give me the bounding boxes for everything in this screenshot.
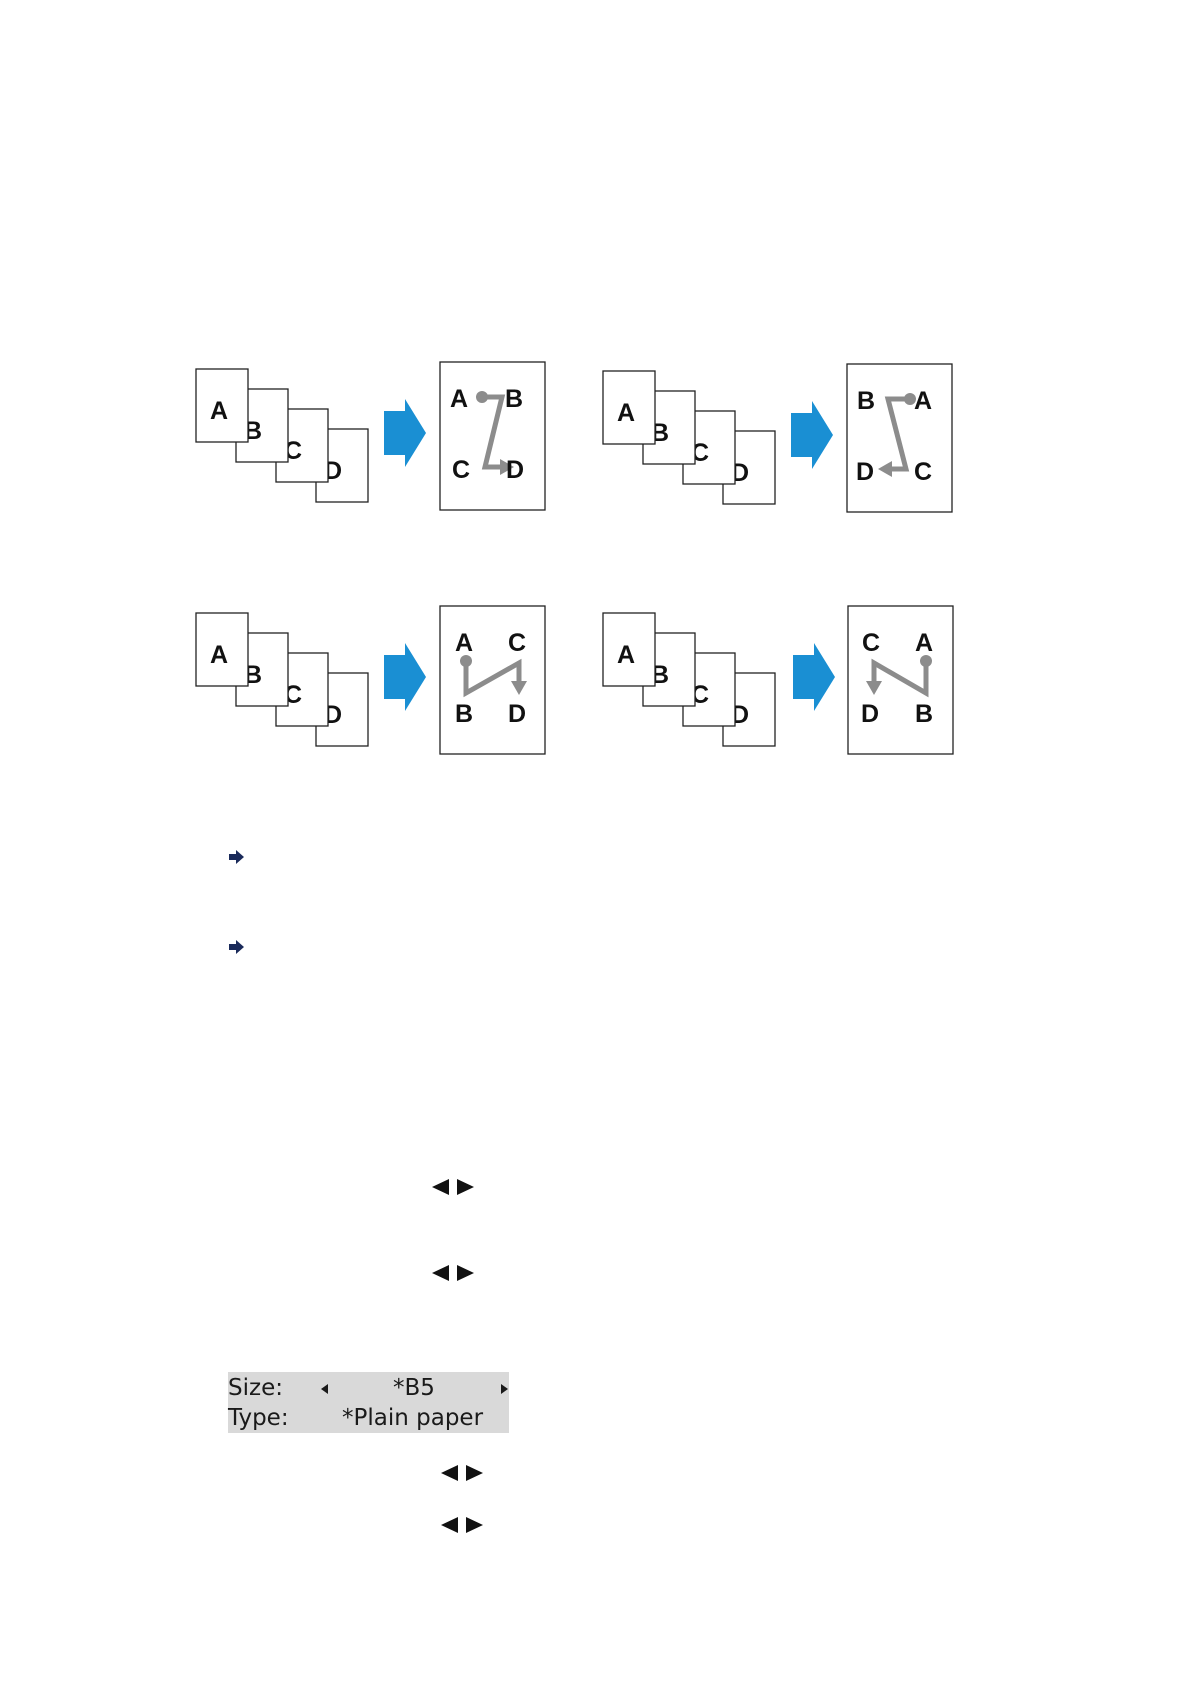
- result-top-right: A: [914, 387, 932, 415]
- layout-diagram-2: D C B A B A D C: [602, 359, 953, 515]
- result-top-left: B: [857, 387, 875, 415]
- original-pages-stack: D C B A: [195, 368, 369, 503]
- arrow-right-icon: [384, 399, 426, 467]
- result-bottom-left: D: [856, 458, 874, 486]
- type-label: Type:: [228, 1405, 289, 1431]
- result-top-right: C: [508, 629, 526, 657]
- left-right-arrow-icon: [441, 1465, 483, 1481]
- layout-diagram-4: D C B A C A D B: [602, 601, 954, 757]
- flow-line: [463, 658, 522, 698]
- layout-diagram-1: D C B A A B C D: [195, 357, 546, 513]
- original-pages-stack: D C B A: [602, 612, 776, 747]
- right-arrow-icon: [501, 1384, 508, 1394]
- arrow-right-icon[interactable]: [229, 850, 245, 864]
- arrow-right-icon[interactable]: [229, 940, 245, 954]
- left-right-arrow-icon: [432, 1265, 474, 1281]
- result-bottom-left: B: [455, 700, 473, 728]
- result-top-left: A: [455, 629, 473, 657]
- layout-diagram-3: D C B A A C B D: [195, 601, 546, 757]
- result-top-right: A: [915, 629, 933, 657]
- lcd-type-row: Type: *Plain paper: [228, 1404, 509, 1432]
- result-top-left: A: [450, 385, 468, 413]
- arrow-right-icon: [384, 643, 426, 711]
- original-pages-stack: D C B A: [195, 612, 369, 747]
- result-bottom-right: D: [508, 700, 526, 728]
- left-right-arrow-icon: [441, 1517, 483, 1533]
- arrow-right-icon: [793, 643, 835, 711]
- page-a-label: A: [617, 641, 635, 669]
- result-top-left: C: [862, 629, 880, 657]
- size-value: *B5: [393, 1375, 435, 1401]
- page-a-label: A: [210, 397, 228, 425]
- result-bottom-right: B: [915, 700, 933, 728]
- lcd-screen: Size: *B5 Type: *Plain paper: [228, 1372, 509, 1433]
- page-a-label: A: [210, 641, 228, 669]
- arrow-right-icon: [791, 401, 833, 469]
- flow-line: [871, 658, 929, 698]
- size-label: Size:: [228, 1375, 283, 1401]
- flow-line: [884, 396, 910, 472]
- result-bottom-right: D: [506, 456, 524, 484]
- result-bottom-left: C: [452, 456, 470, 484]
- left-right-arrow-icon: [432, 1179, 474, 1195]
- original-pages-stack: D C B A: [602, 370, 776, 505]
- page-a-label: A: [617, 399, 635, 427]
- result-bottom-left: D: [861, 700, 879, 728]
- result-top-right: B: [505, 385, 523, 413]
- result-bottom-right: C: [914, 458, 932, 486]
- type-value: *Plain paper: [342, 1405, 484, 1431]
- flow-line: [481, 394, 506, 470]
- left-arrow-icon: [321, 1384, 328, 1394]
- lcd-size-row: Size: *B5: [228, 1374, 509, 1402]
